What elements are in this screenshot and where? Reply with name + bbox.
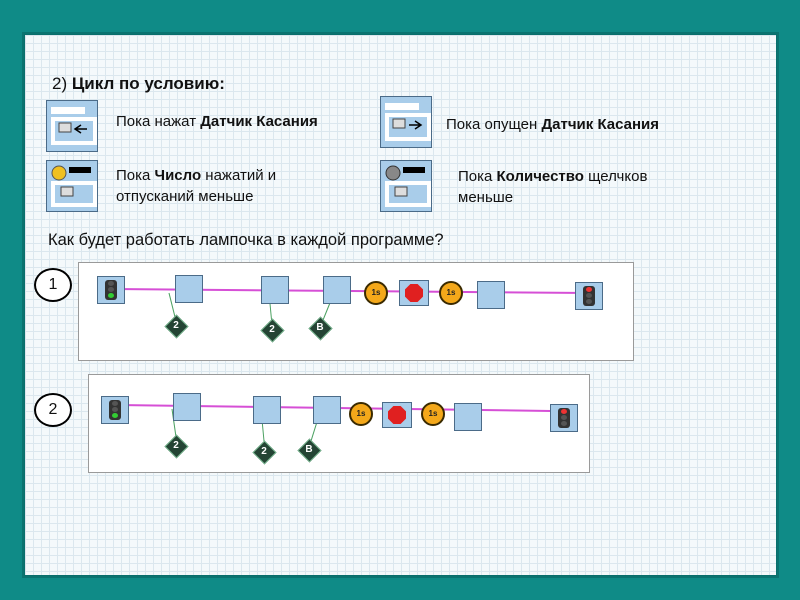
loop-end-block — [454, 403, 482, 431]
timer-1s-icon: 1s — [349, 402, 373, 426]
hand-sensor-block — [323, 276, 351, 304]
touch-loop-block — [253, 396, 281, 424]
touch-sensor-released-icon — [380, 96, 432, 148]
program-number-2: 2 — [34, 393, 72, 427]
condition-count-text: Пока Число нажатий и отпусканий меньше — [116, 167, 277, 205]
start-light-block — [97, 276, 125, 304]
stop-block — [382, 402, 412, 428]
traffic-light-icon — [105, 280, 117, 300]
timer-1s-icon: 1s — [439, 281, 463, 305]
condition-released-text: Пока опущен Датчик Касания — [446, 116, 660, 133]
condition-pressed-text: Пока нажат Датчик Касания — [116, 113, 318, 130]
section-heading: 2) Цикл по условию: — [52, 74, 225, 94]
timer-1s-icon: 1s — [421, 402, 445, 426]
section-title: Цикл по условию: — [71, 74, 225, 93]
stop-sign-icon — [388, 406, 406, 424]
stop-block — [399, 280, 429, 306]
param-diamond: B — [297, 438, 322, 463]
program-1-diagram: 1s 1s 2 2 B — [78, 262, 634, 361]
param-diamond: 2 — [164, 314, 189, 339]
param-diamond: 2 — [252, 440, 277, 465]
timer-1s-icon: 1s — [364, 281, 388, 305]
traffic-light-icon — [109, 400, 121, 420]
program-2-diagram: 1s 1s 2 2 B — [88, 374, 590, 473]
program-number-1: 1 — [34, 268, 72, 302]
question-text: Как будет работать лампочка в каждой про… — [48, 231, 444, 249]
end-light-block — [575, 282, 603, 310]
sound-sensor-block — [173, 393, 201, 421]
condition-clicks-text: Пока Количество щелчков меньше — [458, 168, 648, 206]
loop-end-block — [477, 281, 505, 309]
touch-loop-block — [261, 276, 289, 304]
gear-touch-count-icon — [46, 160, 98, 212]
sound-sensor-block — [175, 275, 203, 303]
gear-click-count-icon — [380, 160, 432, 212]
end-light-block — [550, 404, 578, 432]
param-diamond: 2 — [260, 318, 285, 343]
hand-sensor-block — [313, 396, 341, 424]
param-diamond: B — [308, 316, 333, 341]
section-number: 2) — [52, 74, 68, 93]
stop-sign-icon — [405, 284, 423, 302]
param-diamond: 2 — [164, 434, 189, 459]
start-light-block — [101, 396, 129, 424]
traffic-light-icon — [558, 408, 570, 428]
touch-sensor-pressed-icon — [46, 100, 98, 152]
traffic-light-icon — [583, 286, 595, 306]
